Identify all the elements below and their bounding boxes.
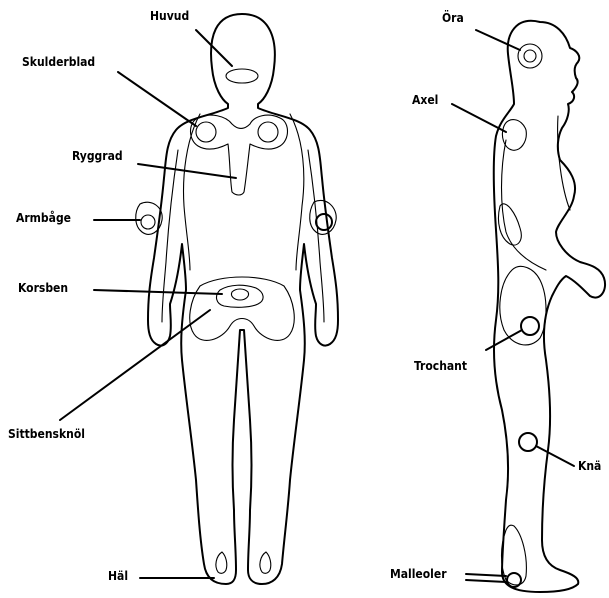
ear-area (518, 44, 542, 68)
label-malleoli: Malleoler (390, 568, 447, 580)
side-view-body-outline (494, 21, 605, 592)
side-view-arm (502, 140, 547, 270)
left-heel-area (216, 552, 227, 573)
malleoli-leader-2 (466, 580, 506, 582)
label-head: Huvud (150, 10, 189, 22)
label-knee: Knä (578, 460, 601, 472)
label-heel: Häl (108, 570, 128, 582)
sacrum-inner (231, 289, 248, 300)
left-scapula-circle (196, 122, 216, 142)
spine-leader (138, 164, 236, 178)
knee-point (519, 433, 537, 451)
label-shoulder-blade: Skulderblad (22, 56, 95, 68)
label-ear: Öra (442, 12, 464, 24)
knee-leader (536, 446, 574, 466)
shoulder-leader (452, 104, 506, 132)
head-pressure-area (226, 69, 258, 83)
side-elbow-area (498, 204, 521, 245)
trochanter-leader (486, 330, 522, 350)
label-trochanter: Trochant (414, 360, 467, 372)
hip-area (500, 266, 546, 345)
right-heel-area (260, 552, 271, 573)
ear-point (524, 50, 536, 62)
label-ischial: Sittbensknöl (8, 428, 85, 440)
shoulder-blade-spine-area (191, 115, 288, 195)
back-view-figure (136, 14, 338, 584)
trochanter-point (521, 317, 539, 335)
back-view-body-outline (148, 14, 338, 584)
back-view-inner-arms (162, 150, 324, 322)
shoulder-blade-leader (118, 72, 196, 126)
left-elbow-point (141, 215, 155, 229)
label-elbow: Armbåge (16, 212, 71, 224)
shoulder-area (502, 120, 526, 151)
left-elbow-area (136, 202, 162, 234)
label-shoulder: Axel (412, 94, 438, 106)
sacrum-leader (94, 290, 222, 294)
ear-leader (476, 30, 520, 50)
malleoli-leader-1 (466, 574, 506, 576)
label-sacrum: Korsben (18, 282, 68, 294)
side-view-leaders (452, 30, 574, 582)
label-spine: Ryggrad (72, 150, 123, 162)
right-scapula-circle (258, 122, 278, 142)
side-view-figure (494, 21, 605, 592)
right-elbow-point (316, 214, 332, 230)
